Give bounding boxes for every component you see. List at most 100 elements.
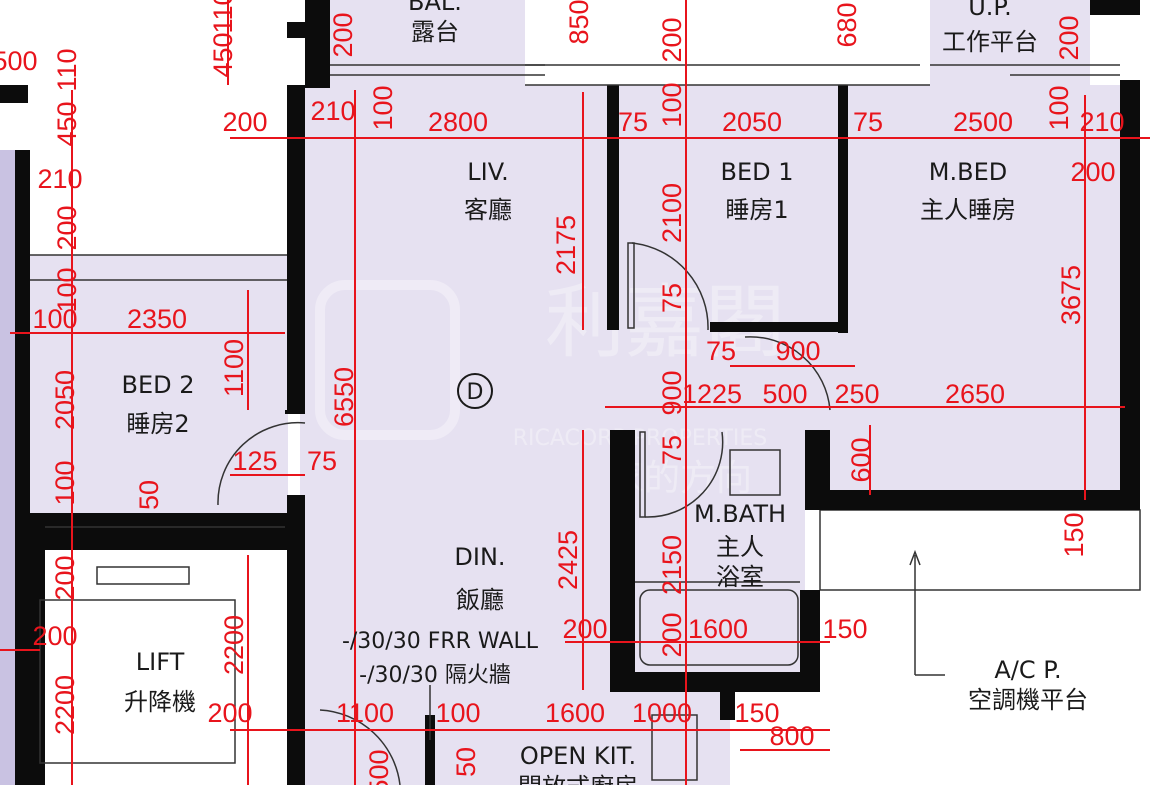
dimension-label: 500 — [762, 379, 807, 409]
dimension-label: 200 — [32, 621, 77, 651]
room-utility-zh: 工作平台 — [942, 28, 1038, 56]
room-balcony-zh: 露台 — [411, 18, 459, 46]
dimension-label: 210 — [1079, 107, 1124, 137]
dimension-label: 2100 — [657, 183, 687, 243]
dimension-label: 150 — [822, 614, 867, 644]
dimension-label: 3675 — [1056, 265, 1086, 325]
room-ac-platform-en: A/C P. — [994, 656, 1061, 684]
dimension-label: 1100 — [219, 339, 249, 397]
fixtures — [30, 64, 1120, 785]
dimension-label: 2425 — [553, 530, 583, 590]
room-balcony-en: BAL. — [408, 0, 462, 16]
dimension-label: 800 — [769, 721, 814, 751]
room-labels: BAL. 露台 U.P. 工作平台 LIV. 客廳 BED 1 睡房1 M.BE… — [121, 0, 1088, 785]
dimension-label: 50 — [134, 480, 164, 510]
balcony-floor — [330, 0, 525, 88]
dimension-label: 100 — [1044, 85, 1074, 130]
dimension-label: 850 — [564, 0, 594, 45]
dimension-label: 2175 — [551, 215, 581, 275]
dimension-label: 450 — [52, 101, 82, 146]
dimension-label: 200 — [52, 205, 82, 250]
dimension-label: 200 — [328, 12, 358, 57]
dimension-label: 100 — [435, 698, 480, 728]
dimension-label: 150 — [734, 698, 779, 728]
dimension-label: 100 — [368, 85, 398, 130]
room-bed2-en: BED 2 — [121, 371, 194, 399]
dimension-label: 75 — [706, 336, 736, 366]
dimension-label: 200 — [222, 107, 267, 137]
dimension-label: 500 — [0, 46, 38, 76]
dimension-label: 1225 — [682, 379, 742, 409]
dimension-label: 100 — [52, 267, 82, 312]
dimension-label: 2650 — [945, 379, 1005, 409]
dimension-label: 75 — [307, 446, 337, 476]
window-void — [545, 0, 920, 65]
room-bed1-en: BED 1 — [720, 158, 793, 186]
walls — [0, 0, 1140, 785]
dimension-label: 250 — [834, 379, 879, 409]
dimension-label: 110 — [52, 48, 82, 91]
dimension-label: 100 — [657, 82, 687, 127]
room-utility-en: U.P. — [968, 0, 1012, 21]
room-master-bath-zh2: 浴室 — [716, 563, 764, 591]
frr-wall-note-en: -/30/30 FRR WALL — [342, 629, 539, 654]
room-bed1-zh: 睡房1 — [725, 196, 788, 224]
dimension-label: 2050 — [722, 107, 782, 137]
dimension-label: 75 — [657, 283, 687, 313]
room-bed2-zh: 睡房2 — [126, 410, 189, 438]
dimension-label: 6550 — [329, 367, 359, 427]
bath-floor — [635, 430, 805, 675]
dimension-label: 50 — [451, 747, 481, 777]
dimension-label: 2150 — [657, 535, 687, 595]
dimension-label: 110 — [208, 0, 238, 34]
dimension-label: 500 — [364, 749, 394, 785]
dining-floor — [300, 400, 620, 785]
utility-floor — [930, 0, 1090, 88]
room-master-bed-zh: 主人睡房 — [920, 196, 1016, 224]
room-master-bed-en: M.BED — [929, 158, 1007, 186]
dimension-label: 1600 — [688, 614, 748, 644]
dimension-label: 75 — [853, 107, 883, 137]
dimension-label: 210 — [37, 164, 82, 194]
unit-marker: D — [467, 380, 484, 405]
dimension-label: 200 — [1054, 15, 1084, 60]
dimension-label: 100 — [50, 460, 80, 505]
dimension-label: 200 — [657, 612, 687, 657]
dimension-label: 2350 — [127, 304, 187, 334]
room-dining-zh: 飯廳 — [456, 586, 504, 614]
dimension-label: 2200 — [50, 675, 80, 735]
dimension-label: 200 — [657, 17, 687, 62]
kitchen-floor — [620, 690, 730, 785]
dimension-label: 900 — [775, 336, 820, 366]
dimension-label: 125 — [232, 446, 277, 476]
dimension-label: 1100 — [336, 698, 394, 728]
dimension-label: 1000 — [632, 698, 692, 728]
room-living-en: LIV. — [467, 158, 508, 186]
room-lift-en: LIFT — [136, 648, 185, 676]
dimension-label: 600 — [846, 437, 876, 482]
ac-platform-area — [819, 509, 1141, 591]
corridor-strip — [0, 150, 15, 785]
dimension-label: 2500 — [953, 107, 1013, 137]
unit-marker-circle — [457, 373, 493, 409]
dimension-label: 2800 — [428, 107, 488, 137]
room-master-bath-en: M.BATH — [694, 500, 786, 528]
room-living-zh: 客廳 — [464, 196, 512, 224]
room-master-bath-zh1: 主人 — [716, 533, 764, 561]
dimension-label: 200 — [50, 555, 80, 600]
dimension-label: 100 — [32, 304, 77, 334]
dimension-labels: 200 210 2800 75 2050 75 2500 210 200 235… — [0, 0, 1125, 785]
dimension-label: 210 — [310, 96, 355, 126]
dimension-label: 680 — [832, 2, 862, 47]
dimension-label: 450 — [208, 32, 238, 77]
dimension-label: 200 — [1070, 157, 1115, 187]
dimension-label: 200 — [207, 698, 252, 728]
room-kitchen-zh: 開放式廚房 — [518, 773, 638, 785]
room-lift-zh: 升降機 — [124, 688, 196, 716]
dimension-label: 2050 — [50, 370, 80, 430]
dimension-label: 1600 — [545, 698, 605, 728]
dimension-label: 150 — [1059, 512, 1089, 557]
dimension-label: 75 — [618, 107, 648, 137]
